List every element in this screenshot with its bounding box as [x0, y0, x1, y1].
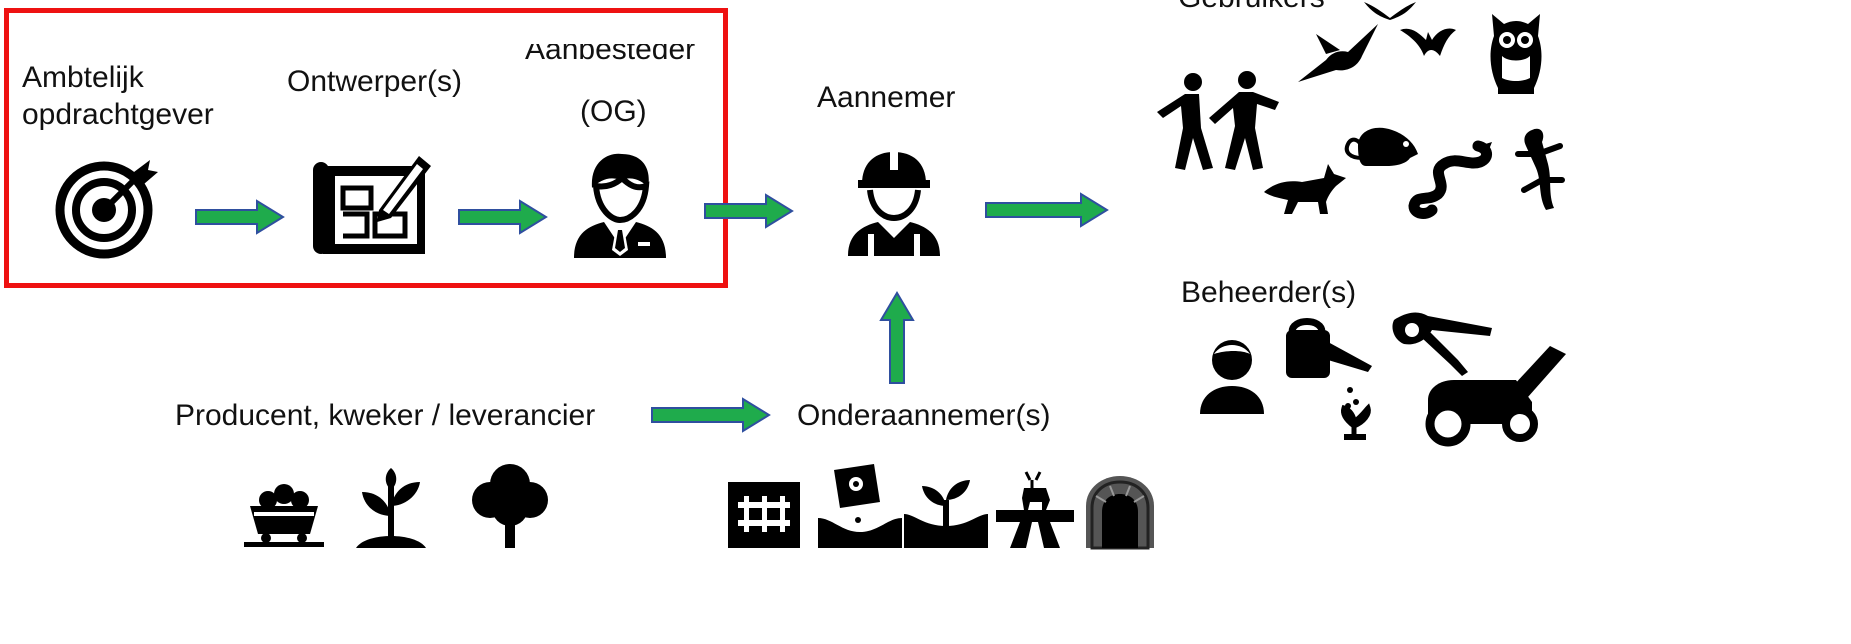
arrow-right-1	[195, 199, 285, 235]
businessman-icon	[574, 153, 666, 258]
hummingbird-icon	[1298, 24, 1378, 82]
tree-icon	[472, 464, 548, 548]
pruning-shears-icon	[1392, 312, 1492, 376]
tunnel-icon	[1086, 476, 1154, 550]
label-aannemer: Aannemer	[817, 81, 956, 114]
person-icon	[1200, 340, 1264, 414]
fox-icon	[1264, 164, 1346, 214]
client-group-frame	[4, 8, 728, 288]
lizard-icon	[1515, 128, 1565, 210]
blueprint-icon	[313, 156, 431, 254]
seed-packet-icon	[818, 464, 902, 548]
label-aanbesteder: Aanbesteder	[525, 44, 696, 66]
construction-worker-icon	[848, 150, 940, 256]
dancing-people-icon	[1157, 71, 1279, 170]
arrow-up	[879, 291, 915, 384]
label-ontwerpers: Ontwerper(s)	[287, 65, 463, 98]
label-ambtelijk: Ambtelijk	[22, 61, 144, 94]
bat-icon	[1400, 28, 1456, 56]
gebruikers-clip: Gebruikers	[1170, 0, 1410, 12]
label-gebruikers: Gebruikers	[1178, 0, 1325, 12]
owl-icon	[1490, 14, 1542, 94]
label-beheerders: Beheerder(s)	[1181, 276, 1357, 309]
bat-icon-top	[1364, 2, 1416, 20]
arrow-right-5	[651, 397, 771, 433]
watering-can-icon	[1286, 318, 1372, 440]
fence-icon	[728, 482, 800, 548]
arrow-right-3	[704, 193, 794, 229]
mine-cart-icon	[244, 484, 324, 547]
label-onderaannemers: Onderaannemer(s)	[797, 399, 1051, 432]
lawn-mower-icon	[1425, 346, 1566, 447]
aanbesteder-clip: Aanbesteder	[515, 44, 735, 76]
label-opdrachtgever: opdrachtgever	[22, 98, 214, 131]
snake-icon	[1408, 140, 1492, 219]
target-icon	[55, 160, 158, 259]
label-producent: Producent, kweker / leverancier	[175, 399, 596, 432]
label-og: (OG)	[580, 95, 647, 128]
arrow-right-2	[458, 199, 548, 235]
rat-icon	[1344, 127, 1418, 166]
seedling-icon	[356, 468, 426, 548]
planting-icon	[904, 480, 988, 548]
wildlife-crossing-icon	[996, 471, 1074, 548]
arrow-right-4	[985, 192, 1109, 228]
